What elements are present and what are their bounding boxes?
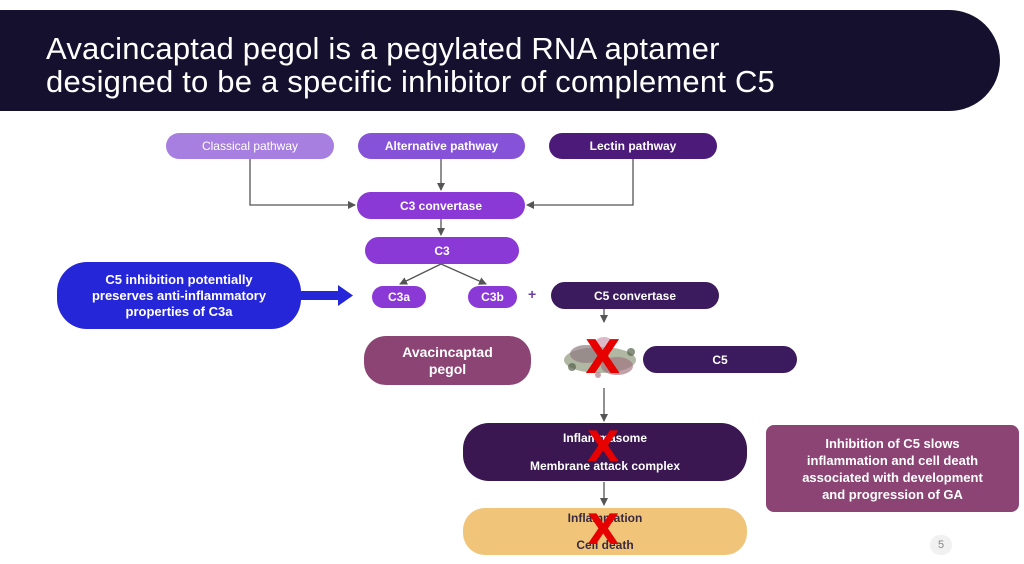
drug-line-2: pegol: [428, 360, 467, 377]
title-bar: Avacincaptad pegol is a pegylated RNA ap…: [0, 10, 1000, 111]
inflammation-cell-death-box: Inflammation Cell death: [463, 508, 747, 555]
inflammasome-mac-box: Inflammasome Membrane attack complex: [463, 423, 747, 481]
alternative-pathway-box: Alternative pathway: [358, 133, 525, 159]
left-callout-line-3: properties of C3a: [125, 303, 233, 319]
block-mark-inflammation: X: [587, 505, 620, 554]
right-callout-line-3: associated with development: [802, 469, 983, 485]
classical-pathway-box: Classical pathway: [166, 133, 334, 159]
right-callout-line-2: inflammation and cell death: [806, 452, 979, 468]
c3b-box: C3b: [468, 286, 517, 308]
arrow-c3-to-c3b: [440, 263, 487, 285]
drug-line-1: Avacincaptad: [402, 343, 493, 360]
lectin-pathway-box: Lectin pathway: [549, 133, 717, 159]
c3-box: C3: [365, 237, 519, 264]
left-callout-line-2: preserves anti-inflammatory: [91, 287, 267, 303]
avacincaptad-molecule: [564, 337, 636, 378]
right-callout-line-4: and progression of GA: [822, 486, 963, 502]
slide-title: Avacincaptad pegol is a pegylated RNA ap…: [46, 32, 966, 98]
block-mark-c5: X: [585, 330, 621, 384]
arrow-c3-to-c3a: [399, 263, 442, 285]
mac-label: Membrane attack complex: [529, 459, 681, 473]
inflammasome-label: Inflammasome: [562, 431, 648, 445]
plus-sign: +: [528, 286, 537, 302]
inflammation-label: Inflammation: [567, 511, 643, 525]
c3a-box: C3a: [372, 286, 426, 308]
title-line-2: designed to be a specific inhibitor of c…: [46, 64, 775, 99]
arrow-classical-to-c3-convertase: [249, 159, 356, 209]
page-number: 5: [930, 535, 952, 555]
c5-convertase-box: C5 convertase: [551, 282, 719, 309]
thick-arrow-left-callout: [300, 285, 353, 306]
c3-convertase-box: C3 convertase: [357, 192, 525, 219]
avacincaptad-pegol-box: Avacincaptad pegol: [364, 336, 531, 385]
block-mark-inflammasome: X: [587, 422, 620, 471]
cell-death-label: Cell death: [576, 538, 634, 552]
title-line-1: Avacincaptad pegol is a pegylated RNA ap…: [46, 31, 720, 66]
c5-box: C5: [643, 346, 797, 373]
right-callout: Inhibition of C5 slows inflammation and …: [766, 425, 1019, 512]
right-callout-line-1: Inhibition of C5 slows: [825, 435, 960, 451]
left-callout: C5 inhibition potentially preserves anti…: [57, 262, 301, 329]
left-callout-line-1: C5 inhibition potentially: [105, 271, 253, 287]
arrow-lectin-to-c3-convertase: [526, 159, 634, 209]
